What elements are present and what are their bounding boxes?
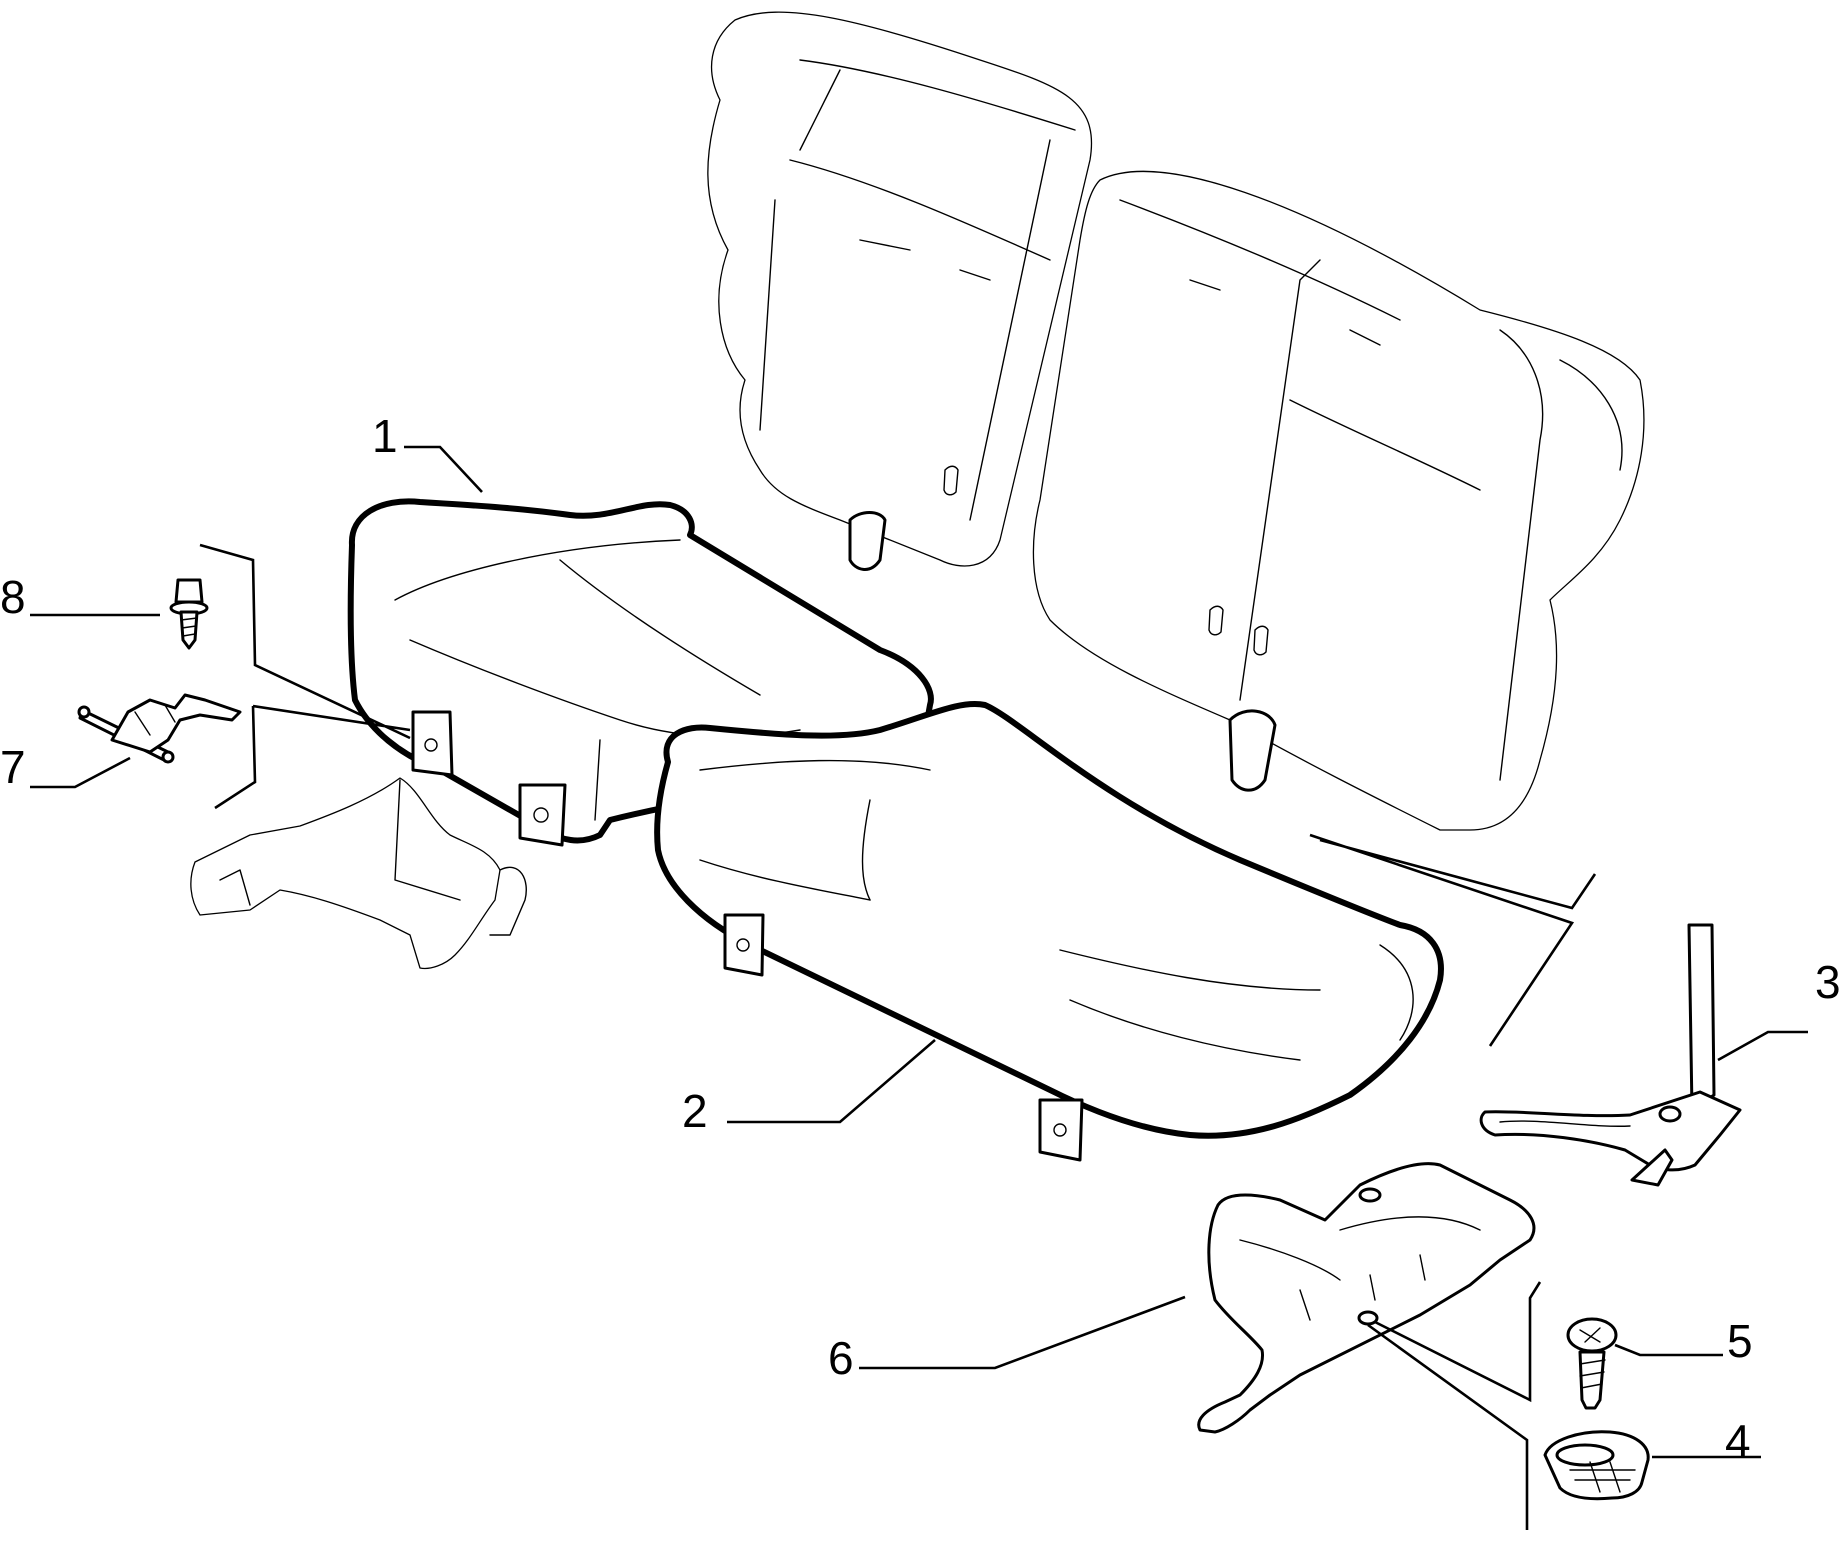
part-8-bolt <box>169 578 209 650</box>
part-3-hinge-bracket <box>1479 923 1742 1187</box>
leader-5 <box>1614 1343 1723 1357</box>
callout-5: 5 <box>1727 1315 1753 1367</box>
leader-7 <box>30 756 131 789</box>
leader-3 <box>1717 1030 1808 1062</box>
callout-1: 1 <box>372 410 398 462</box>
callout-4: 4 <box>1725 1415 1751 1467</box>
bracket-left <box>199 543 411 810</box>
leader-6 <box>859 1295 1186 1370</box>
leader-2 <box>727 1039 936 1124</box>
part-5-screw <box>1566 1317 1618 1410</box>
leader-1 <box>404 445 483 493</box>
leader-lines <box>30 445 1808 1530</box>
callout-7: 7 <box>0 741 26 793</box>
part-6-side-trim-cover <box>1197 1162 1536 1434</box>
part-2-right-seat-cushion <box>654 701 1444 1162</box>
callout-3: 3 <box>1815 956 1841 1008</box>
callout-2: 2 <box>682 1085 708 1137</box>
callout-labels: 1 2 3 4 5 6 7 8 <box>0 410 1841 1467</box>
bracket-bottom <box>1367 1281 1542 1530</box>
part-4-clip <box>1543 1430 1650 1501</box>
callout-6: 6 <box>828 1332 854 1384</box>
callout-8: 8 <box>0 571 26 623</box>
bracket-right <box>1309 833 1597 1047</box>
part-7-latch-bracket <box>77 693 242 764</box>
left-trim-bracket <box>190 777 527 970</box>
seat-backrest <box>707 11 1645 831</box>
